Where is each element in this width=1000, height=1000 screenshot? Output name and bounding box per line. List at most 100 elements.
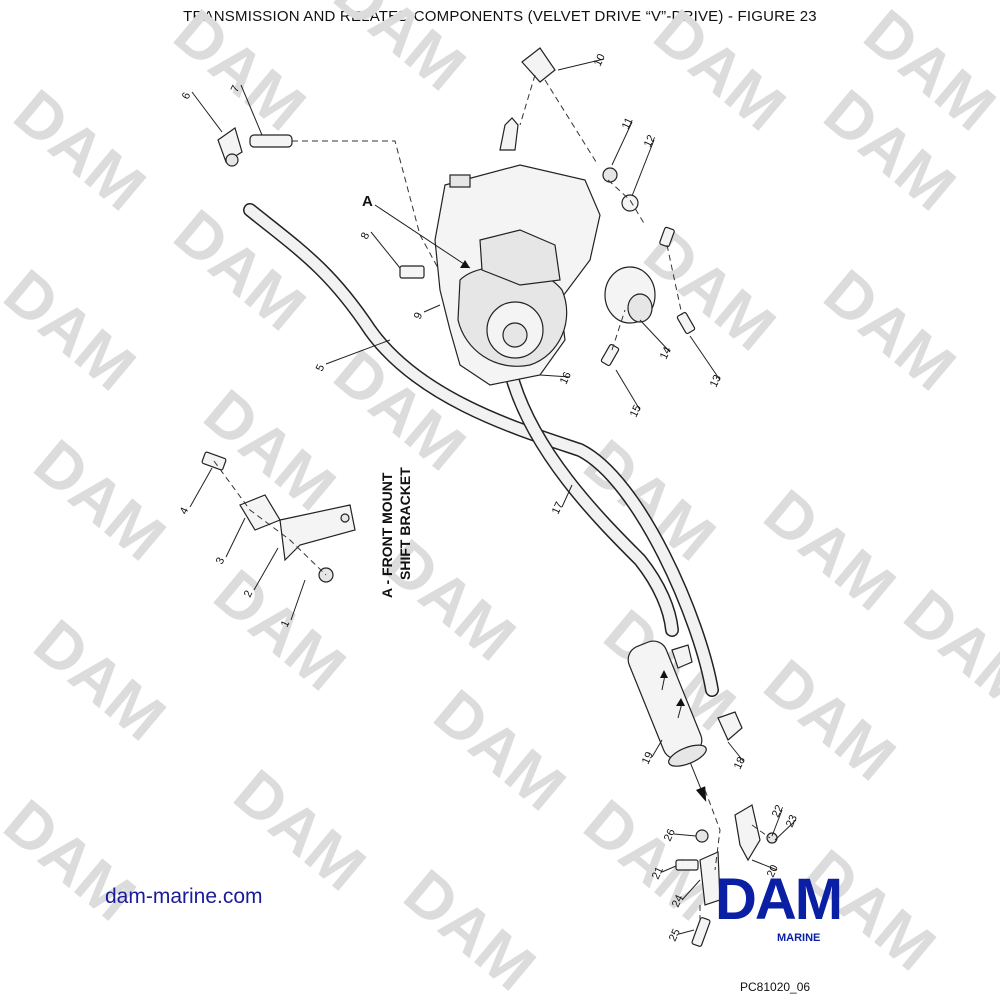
callout-layer: 1234567891011121314151617181920212223242… (178, 52, 800, 943)
callout-leader (225, 517, 246, 558)
bolt-top (659, 226, 675, 248)
watermark-text: DAM (891, 576, 1000, 725)
callout-number: 9 (412, 311, 425, 322)
watermark-text: DAM (321, 0, 479, 104)
page-title: TRANSMISSION AND RELATED COMPONENTS (VEL… (183, 8, 817, 25)
callout-leader (615, 369, 641, 411)
detail-pointer (374, 204, 471, 269)
sensor-8 (399, 265, 425, 279)
bracket-24 (699, 851, 721, 906)
nut-11 (602, 167, 618, 183)
washer-12 (621, 194, 639, 212)
watermark-text: DAM (161, 196, 319, 345)
dam-marine-logo: DAM MARINE (715, 870, 900, 960)
hose-5 (243, 203, 719, 697)
detail-pointer-head (460, 260, 470, 268)
fitting-18 (717, 711, 743, 741)
detail-caption-line1: A - FRONT MOUNT (379, 472, 395, 598)
front-mount-shift-bracket (201, 451, 356, 583)
callout-number: 23 (784, 813, 800, 829)
assembly-line-coupler (607, 179, 683, 351)
callout-number: 25 (667, 927, 683, 943)
callout-number: 19 (640, 750, 656, 766)
watermark-text: DAM (201, 556, 359, 705)
callout-number: 13 (708, 373, 724, 389)
fitting-6 (217, 127, 243, 167)
watermark-text: DAM (161, 0, 319, 144)
callout-leader (651, 739, 663, 758)
callout-leader (189, 467, 213, 508)
callout-number: 12 (642, 133, 658, 149)
callout-leader (681, 879, 701, 901)
callout-leader (290, 579, 306, 621)
figure-code: PC81020_06 (740, 980, 811, 994)
callout-number: 24 (670, 893, 686, 909)
watermark-text: DAM (811, 256, 969, 405)
watermark-text: DAM (0, 786, 149, 935)
fitting-top (671, 644, 693, 669)
callout-leader (771, 809, 783, 837)
callout-leader (661, 865, 677, 873)
callout-number: 5 (314, 363, 327, 374)
callout-number: 20 (765, 863, 781, 879)
callout-number: 6 (180, 91, 193, 102)
callout-number: 22 (770, 803, 786, 819)
bolt-21 (675, 859, 699, 871)
callout-number: 7 (229, 84, 242, 95)
assembly-line-linkage (699, 789, 771, 925)
watermark-text: DAM (1, 76, 159, 225)
callout-leader (191, 91, 223, 133)
callout-number: 3 (214, 556, 227, 567)
callout-number: 26 (662, 827, 678, 843)
callout-number: 21 (650, 865, 666, 881)
watermark-text: DAM (641, 0, 799, 144)
shift-lever-20 (734, 804, 761, 862)
hose-17 (503, 363, 679, 637)
callout-number: 17 (550, 500, 566, 516)
watermark-text: DAM (0, 256, 149, 405)
callout-number: 11 (620, 116, 636, 131)
bolt-13 (676, 311, 696, 335)
detail-letter: A (362, 193, 373, 210)
bolt-25 (691, 917, 711, 947)
assembly-line-7 (292, 140, 439, 269)
oil-cooler (627, 640, 707, 802)
callout-leader (611, 121, 633, 166)
coupler-14 (604, 266, 656, 324)
callout-number: 18 (732, 755, 748, 771)
callout-number: 16 (558, 370, 574, 386)
callout-leader (727, 741, 745, 763)
assembly-line-10 (519, 74, 599, 166)
callout-leader (673, 833, 697, 837)
nut-22-23 (766, 832, 778, 844)
callout-number: 10 (592, 52, 608, 68)
watermark-text: DAM (191, 376, 349, 525)
callout-leader (325, 339, 391, 365)
fitting-7 (249, 134, 293, 148)
flow-arrow-lower-head (676, 698, 685, 706)
callout-leader (539, 374, 571, 378)
nut-26 (695, 829, 709, 843)
callout-leader (561, 484, 573, 508)
logo-wordmark: DAM (715, 867, 843, 932)
watermark-text: DAM (21, 606, 179, 755)
watermark-text: DAM (391, 856, 549, 1000)
callout-leader (774, 819, 797, 841)
callout-leader (678, 929, 695, 935)
callout-number: 2 (242, 589, 255, 600)
callout-number: 14 (658, 345, 674, 361)
website-link[interactable]: dam-marine.com (105, 885, 263, 908)
bolt-15 (600, 343, 620, 367)
watermark-text: DAM (421, 676, 579, 825)
callout-leader (689, 335, 721, 381)
watermark-text: DAM (221, 756, 379, 905)
callout-number: 4 (178, 506, 191, 517)
callout-leader (631, 139, 655, 197)
callout-leader (240, 84, 263, 136)
callout-leader (557, 58, 605, 71)
watermark-text: DAM (21, 426, 179, 575)
callout-leader (751, 859, 778, 871)
flow-arrow-upper-head (660, 670, 668, 678)
watermark-text: DAM (751, 646, 909, 795)
